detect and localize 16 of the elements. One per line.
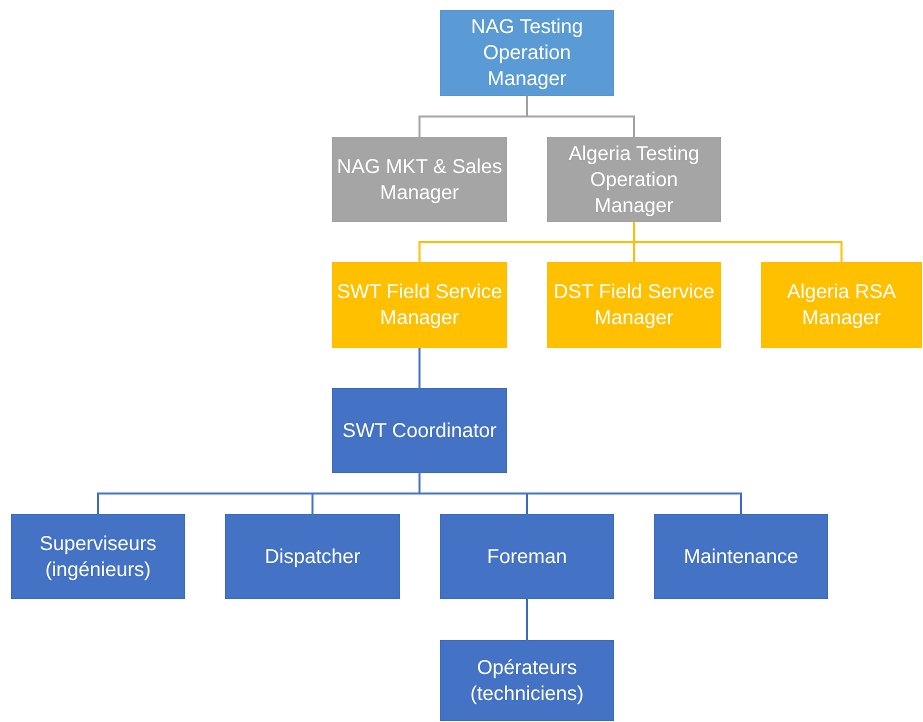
org-box: DST Field Service Manager bbox=[547, 262, 721, 348]
org-box: SWT Field Service Manager bbox=[332, 262, 507, 348]
org-box: Superviseurs (ingénieurs) bbox=[11, 514, 185, 599]
org-box: Dispatcher bbox=[225, 514, 400, 599]
org-box: NAG MKT & Sales Manager bbox=[332, 137, 507, 222]
connector-line bbox=[418, 473, 742, 514]
connector-line bbox=[526, 96, 635, 137]
org-box: Algeria Testing Operation Manager bbox=[547, 137, 721, 222]
org-box: NAG Testing Operation Manager bbox=[440, 10, 614, 96]
org-box: SWT Coordinator bbox=[332, 388, 507, 473]
org-box: Foreman bbox=[440, 514, 614, 599]
org-box: Maintenance bbox=[654, 514, 828, 599]
connector-line bbox=[526, 599, 528, 640]
org-box: Opérateurs (techniciens) bbox=[440, 640, 614, 721]
connector-line bbox=[418, 348, 420, 388]
org-box: Algeria RSA Manager bbox=[761, 262, 922, 348]
